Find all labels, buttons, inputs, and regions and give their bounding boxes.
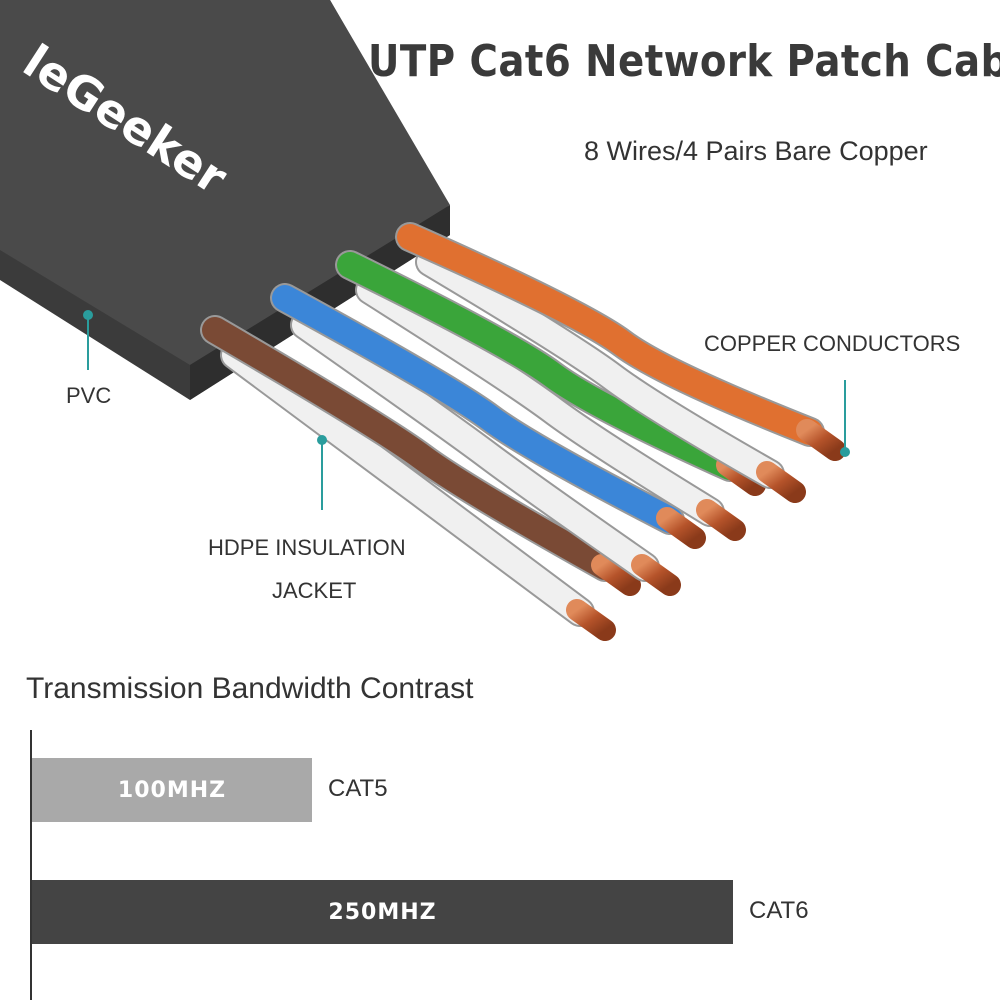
- pointer-lines: [83, 310, 850, 510]
- copper-tip: [796, 419, 846, 461]
- wire: [292, 312, 658, 580]
- bar-category-label: CAT6: [749, 897, 809, 924]
- bar-value-label: 250MHZ: [328, 899, 437, 925]
- flat-cable-jacket: leGeeker: [0, 0, 450, 400]
- copper-tip: [696, 499, 746, 541]
- wire: [357, 277, 723, 525]
- copper-tip: [756, 461, 806, 503]
- subtitle: 8 Wires/4 Pairs Bare Copper: [584, 136, 928, 166]
- cable-illustration: leGeeker: [0, 0, 850, 641]
- chart-title: Transmission Bandwidth Contrast: [26, 672, 474, 705]
- wire: [417, 249, 783, 487]
- bar-cat5: 100MHZ: [32, 758, 312, 822]
- copper-tip: [631, 554, 681, 596]
- pvc-label: PVC: [66, 383, 112, 408]
- copper-tip: [566, 599, 616, 641]
- copper-tip: [591, 554, 641, 596]
- wire: [222, 342, 593, 625]
- chart-axis: [30, 730, 32, 1000]
- wire: [397, 224, 823, 445]
- twisted-wires: [200, 222, 846, 641]
- copper-tip: [656, 507, 706, 549]
- bar-cat6: 250MHZ: [32, 880, 733, 944]
- wire: [272, 285, 683, 533]
- bar-category-label: CAT5: [328, 775, 388, 802]
- wire: [337, 252, 743, 480]
- bar-value-label: 100MHZ: [117, 777, 227, 803]
- copper-conductors-label: COPPER CONDUCTORS: [704, 331, 961, 356]
- wire: [202, 317, 618, 580]
- hdpe-label-line2: JACKET: [272, 578, 357, 603]
- page-title: UTP Cat6 Network Patch Cable: [368, 36, 1000, 87]
- hdpe-label-line1: HDPE INSULATION: [208, 535, 406, 560]
